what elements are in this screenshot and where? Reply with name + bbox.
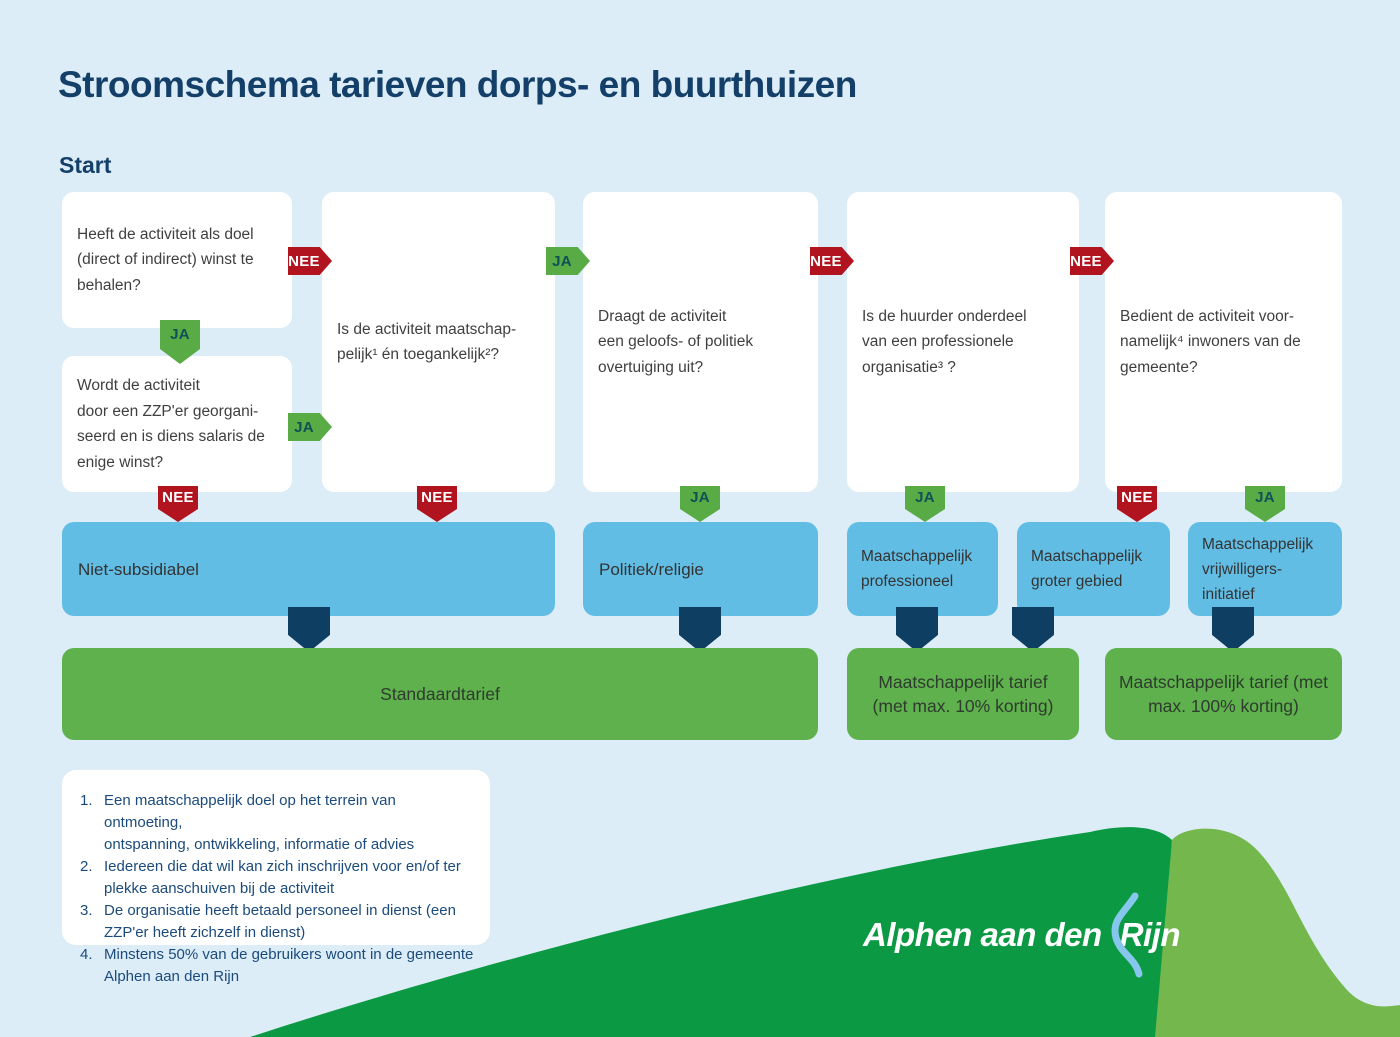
footnote-text: Minstens 50% van de gebruikers woont in … [104, 946, 474, 985]
start-label: Start [59, 152, 112, 178]
question-box-maatschappelijk: Is de activiteit maatschap- pelijk¹ én t… [322, 192, 555, 492]
arrow-nee-down-icon: NEE [1117, 486, 1157, 522]
footnote-number: 2. [80, 858, 93, 875]
arrow-ja-down-icon: JA [1245, 486, 1285, 522]
category-box-maatschappelijk-vrijwilligersinitiatief: Maatschappelijk vrijwilligers- initiatie… [1188, 522, 1342, 616]
question-text: Is de activiteit maatschap- pelijk¹ én t… [337, 320, 517, 364]
category-box-niet-subsidiabel: Niet-subsidiabel [62, 522, 555, 616]
tariff-box-100-procent-korting: Maatschappelijk tarief (met max. 100% ko… [1105, 648, 1342, 740]
logo-text-rijn: Rijn [1119, 916, 1181, 953]
category-box-maatschappelijk-groter-gebied: Maatschappelijk groter gebied [1017, 522, 1170, 616]
footnote-item: 3. De organisatie heeft betaald personee… [80, 900, 474, 944]
arrow-label: JA [552, 252, 572, 270]
category-text: Maatschappelijk professioneel [861, 548, 973, 590]
wave-dark-green-shape [250, 827, 1172, 1037]
footnotes-box: 1. Een maatschappelijk doel op het terre… [62, 770, 490, 985]
logo-rijn-wrap: Rijn [1111, 892, 1181, 978]
arrow-label: JA [690, 489, 710, 506]
connector-down-arrow-icon [679, 607, 721, 652]
question-box-inwoners-gemeente: Bedient de activiteit voor- namelijk⁴ in… [1105, 192, 1342, 492]
footnote-text: Een maatschappelijk doel op het terrein … [104, 792, 415, 853]
arrow-label: JA [170, 326, 190, 343]
footnote-number: 4. [80, 946, 93, 963]
arrow-label: NEE [810, 252, 842, 270]
arrow-label: JA [915, 489, 935, 506]
arrow-ja-down-icon: JA [680, 486, 720, 522]
wave-light-green-shape [1155, 828, 1400, 1037]
river-curve-icon [1111, 892, 1143, 978]
question-box-geloof-politiek: Draagt de activiteit een geloofs- of pol… [583, 192, 818, 492]
question-box-professionele-organisatie: Is de huurder onderdeel van een professi… [847, 192, 1079, 492]
tariff-box-10-procent-korting: Maatschappelijk tarief (met max. 10% kor… [847, 648, 1079, 740]
category-text: Maatschappelijk vrijwilligers- initiatie… [1202, 535, 1314, 603]
gemeente-logo: Alphen aan den Rijn [863, 892, 1181, 978]
question-text: Wordt de activiteit door een ZZP'er geor… [77, 377, 265, 471]
question-box-zzp: Wordt de activiteit door een ZZP'er geor… [62, 356, 292, 492]
question-box-winst: Heeft de activiteit als doel (direct of … [62, 192, 292, 328]
tariff-text: Maatschappelijk tarief (met max. 100% ko… [1118, 672, 1329, 716]
arrow-nee-down-icon: NEE [158, 486, 198, 522]
connector-down-arrow-icon [1212, 607, 1254, 652]
category-text: Maatschappelijk groter gebied [1031, 548, 1143, 590]
page-title: Stroomschema tarieven dorps- en buurthui… [58, 64, 857, 105]
tariff-text: Maatschappelijk tarief (met max. 10% kor… [872, 672, 1054, 716]
connector-down-arrow-icon [1012, 607, 1054, 652]
logo-text-prefix: Alphen aan den [863, 916, 1102, 953]
question-text: Draagt de activiteit een geloofs- of pol… [598, 307, 754, 376]
footnote-number: 1. [80, 792, 93, 809]
footnote-item: 2. Iedereen die dat wil kan zich inschri… [80, 856, 474, 900]
arrow-label: NEE [421, 489, 453, 506]
footnote-text: Iedereen die dat wil kan zich inschrijve… [104, 858, 461, 897]
connector-down-arrow-icon [288, 607, 330, 652]
connector-down-arrow-icon [896, 607, 938, 652]
category-text: Politiek/religie [599, 559, 704, 579]
wave-decoration [250, 827, 1400, 1037]
tariff-text: Standaardtarief [380, 684, 500, 704]
question-text: Bedient de activiteit voor- namelijk⁴ in… [1120, 307, 1301, 376]
tariff-box-standaardtarief: Standaardtarief [62, 648, 818, 740]
question-text: Heeft de activiteit als doel (direct of … [77, 225, 254, 294]
footnote-text: De organisatie heeft betaald personeel i… [104, 902, 456, 941]
arrow-label: NEE [162, 489, 194, 506]
footnote-item: 4. Minstens 50% van de gebruikers woont … [80, 944, 474, 988]
category-box-maatschappelijk-professioneel: Maatschappelijk professioneel [847, 522, 998, 616]
arrow-nee-down-icon: NEE [417, 486, 457, 522]
arrow-label: NEE [288, 252, 320, 270]
arrow-label: NEE [1121, 489, 1153, 506]
category-box-politiek-religie: Politiek/religie [583, 522, 818, 616]
footnote-item: 1. Een maatschappelijk doel op het terre… [80, 790, 474, 856]
arrow-label: JA [294, 418, 314, 436]
question-text: Is de huurder onderdeel van een professi… [862, 307, 1027, 376]
footnote-number: 3. [80, 902, 93, 919]
arrow-ja-down-icon: JA [905, 486, 945, 522]
arrow-label: NEE [1070, 252, 1102, 270]
arrow-nee-right-icon: NEE [810, 247, 854, 275]
arrow-label: JA [1255, 489, 1275, 506]
category-text: Niet-subsidiabel [78, 559, 199, 579]
